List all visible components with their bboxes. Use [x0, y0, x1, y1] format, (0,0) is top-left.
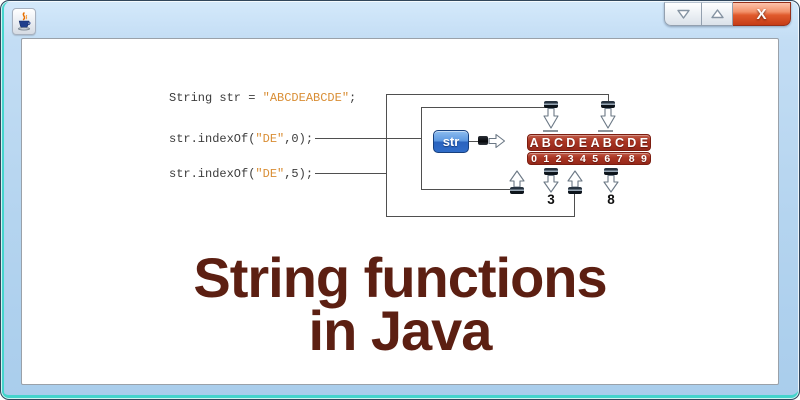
string-literal: "DE"	[255, 167, 285, 181]
spool-icon	[568, 187, 582, 194]
match-underline	[598, 130, 613, 132]
connector-line	[421, 189, 516, 190]
page-title-line1: String functions	[193, 246, 607, 309]
connector-line	[386, 216, 575, 217]
spool-icon	[544, 168, 558, 175]
java-coffee-cup-icon	[17, 11, 31, 30]
connector-line	[421, 107, 553, 108]
match-underline	[543, 130, 558, 132]
arrow-right-icon	[488, 133, 506, 149]
client-area: String str = "ABCDEABCDE"; str.indexOf("…	[21, 38, 779, 385]
close-icon: X	[756, 5, 767, 23]
window-controls: X	[664, 2, 791, 26]
string-literal: "ABCDEABCDE"	[262, 91, 350, 105]
page-title: String functions in Java	[22, 246, 778, 362]
close-button[interactable]: X	[733, 2, 791, 26]
arrow-down-icon	[603, 175, 619, 193]
arrow-down-icon	[600, 108, 616, 129]
connector-line	[469, 141, 480, 142]
arrow-up-icon	[567, 170, 583, 188]
result-value-first: 3	[547, 192, 555, 207]
triangle-up-icon	[710, 9, 724, 19]
code-line-indexof-0: str.indexOf("DE",0);	[169, 132, 314, 146]
maximize-button[interactable]	[702, 2, 733, 26]
page-title-line2: in Java	[308, 299, 493, 362]
str-variable-box: str	[433, 130, 469, 153]
arrow-up-icon	[509, 170, 525, 188]
arrow-down-icon	[543, 175, 559, 193]
window-menu-button[interactable]	[12, 8, 36, 35]
connector-line	[421, 107, 422, 190]
connector-line	[574, 194, 575, 217]
spool-icon	[510, 187, 524, 194]
connector-line	[386, 94, 387, 217]
plug-connector-icon	[478, 136, 488, 145]
connector-line	[315, 138, 422, 139]
spool-icon	[544, 101, 558, 108]
minimize-button[interactable]	[664, 2, 702, 26]
connector-line	[315, 173, 387, 174]
connector-line	[608, 94, 609, 103]
result-value-second: 8	[607, 192, 615, 207]
arrow-down-icon	[543, 108, 559, 129]
code-line-indexof-5: str.indexOf("DE",5);	[169, 167, 314, 181]
connector-line	[386, 94, 609, 95]
spool-icon	[601, 101, 615, 108]
spool-icon	[604, 168, 618, 175]
code-line-declaration: String str = "ABCDEABCDE";	[169, 91, 357, 105]
string-literal: "DE"	[255, 132, 285, 146]
triangle-down-icon	[676, 9, 690, 19]
